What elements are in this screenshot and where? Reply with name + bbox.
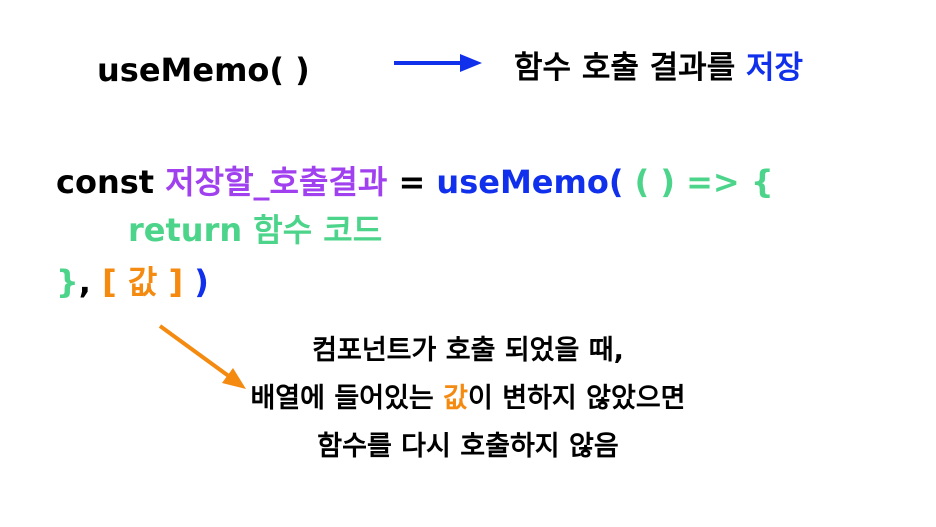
code-body: return 함수 코드 [128,211,383,249]
note-line-1: 컴포넌트가 호출 되었을 때, [312,335,624,366]
note-line2-highlight: 값 [443,383,468,414]
code-paren-close: ) [183,263,209,301]
note-line-2: 배열에 들어있는 값이 변하지 않았으면 [0,381,936,417]
code-comma: , [78,263,103,301]
title-desc-highlight: 저장 [746,50,804,86]
code-bracket-close: ] [157,263,184,301]
code-equals: = [387,163,437,201]
code-keyword: const [56,163,166,201]
code-fn: useMemo( [436,163,624,201]
note-line2-prefix: 배열에 들어있는 [250,383,444,414]
code-line-2: return 함수 코드 [128,210,382,250]
code-params: ( ) => { [623,163,774,201]
title-desc-prefix: 함수 호출 결과를 [514,50,747,86]
code-line-1: const 저장할_호출결과 = useMemo( ( ) => { [56,162,774,202]
note-line-3: 함수를 다시 호출하지 않음 [317,431,619,462]
code-close-brace: } [56,263,79,301]
code-var-name: 저장할_호출결과 [165,163,388,201]
code-bracket-open: [ [102,263,128,301]
title-term: useMemo( ) [97,51,310,89]
code-line-3: }, [ 값 ] ) [56,262,209,302]
code-value: 값 [127,263,158,301]
note-line2-suffix: 이 변하지 않았으면 [468,383,686,414]
title-description: 함수 호출 결과를 저장 [514,48,803,88]
